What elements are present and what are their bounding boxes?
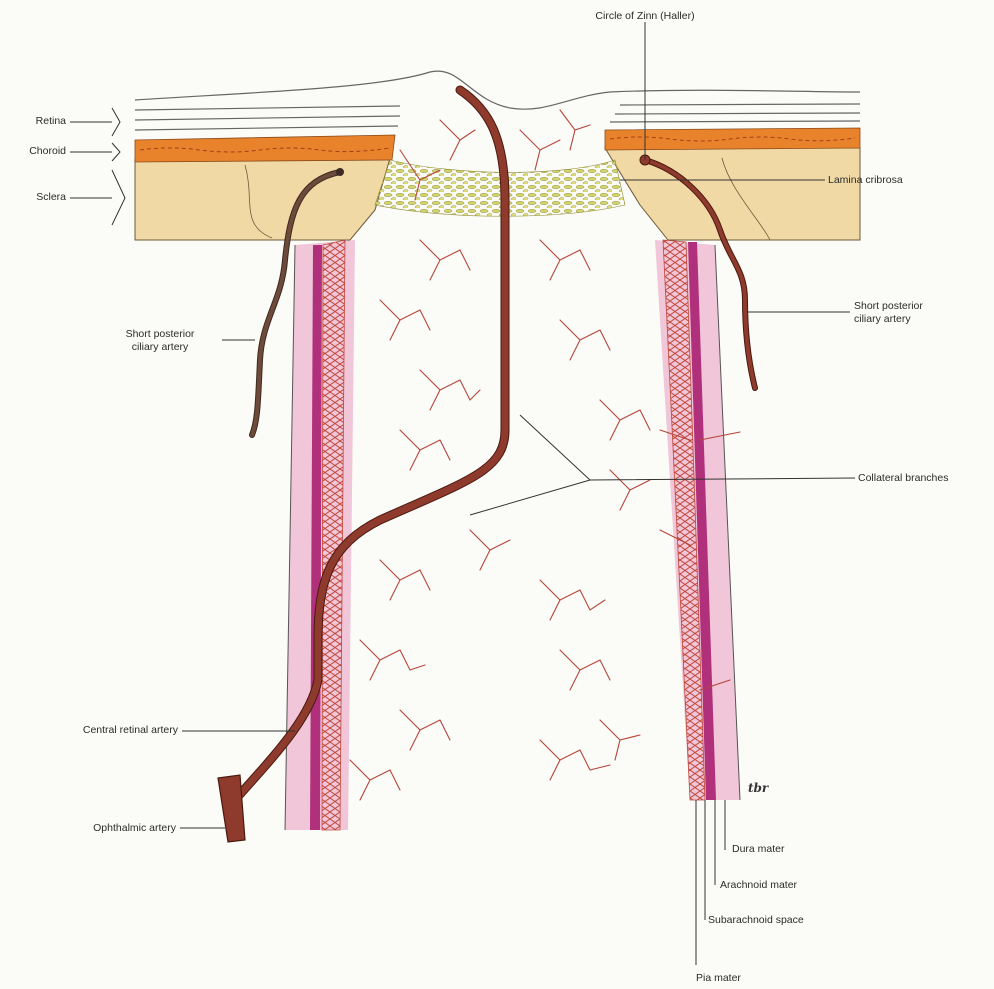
label-short-posterior-ciliary-artery-left: Short posterior ciliary artery — [100, 328, 220, 354]
label-collateral-branches: Collateral branches — [858, 472, 948, 485]
label-short-posterior-ciliary-artery-right: Short posterior ciliary artery — [854, 300, 923, 326]
label-ophthalmic-artery: Ophthalmic artery — [0, 822, 176, 835]
label-lamina-cribrosa: Lamina cribrosa — [828, 174, 903, 187]
artist-signature: tbr — [748, 782, 768, 795]
label-subarachnoid-space: Subarachnoid space — [708, 914, 804, 927]
label-retina: Retina — [0, 115, 66, 128]
label-dura-mater: Dura mater — [732, 843, 785, 856]
label-pia-mater: Pia mater — [696, 972, 741, 985]
label-sclera: Sclera — [0, 191, 66, 204]
label-arachnoid-mater: Arachnoid mater — [720, 879, 797, 892]
label-central-retinal-artery: Central retinal artery — [0, 724, 178, 737]
label-choroid: Choroid — [0, 145, 66, 158]
nerve-sheath-left — [285, 240, 355, 830]
label-circle-of-zinn: Circle of Zinn (Haller) — [560, 10, 730, 23]
